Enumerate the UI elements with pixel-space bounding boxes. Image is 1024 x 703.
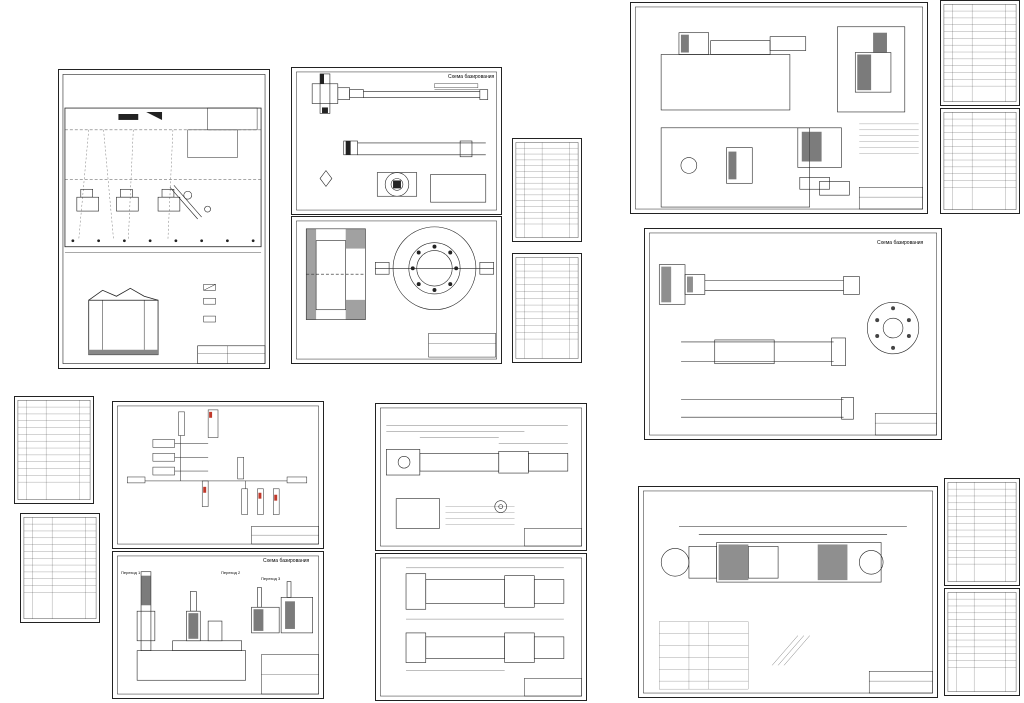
shaft-assembly-drawing <box>296 71 497 211</box>
sheet-drill-fixture: Схема базирования Переход 1 Переход 2 Пе… <box>112 551 324 699</box>
hydraulic-cylinder-drawing <box>643 490 933 694</box>
spec-table-8 <box>944 588 1020 696</box>
drive-basing-scheme-label: Схема базирования <box>877 240 924 246</box>
spec-table-2 <box>512 253 582 363</box>
spec-table-1 <box>512 138 582 242</box>
part-drawing-1 <box>380 407 582 547</box>
spec-table-5-grid <box>17 400 91 500</box>
drill-fixture-drawing <box>117 555 319 695</box>
basing-scheme-label: Схема базирования <box>448 74 495 80</box>
structure-diagram-drawing <box>117 405 319 545</box>
sheet-hydraulic-cylinder <box>638 486 938 698</box>
sheet-clamp-fixture <box>630 2 928 214</box>
layout-plan-drawing <box>62 74 266 364</box>
spec-table-2-grid <box>515 257 579 359</box>
spec-table-6-grid <box>23 517 97 619</box>
spec-table-4 <box>940 108 1020 214</box>
spec-table-3 <box>940 0 1020 106</box>
transition-1-label: Переход 1 <box>121 570 141 575</box>
sheet-part-drawing-2 <box>375 553 587 701</box>
spec-table-7 <box>944 478 1020 586</box>
sheet-drive-shaft: Схема базирования <box>644 228 942 440</box>
spec-table-4-grid <box>943 112 1017 210</box>
drive-shaft-drawing <box>649 232 937 436</box>
transition-3-label: Переход 3 <box>261 576 281 581</box>
spec-table-7-grid <box>947 482 1017 582</box>
fixture-basing-scheme-label: Схема базирования <box>263 558 310 564</box>
part-drawing-2 <box>380 557 582 697</box>
spec-table-5 <box>14 396 94 504</box>
spec-table-6 <box>20 513 100 623</box>
clamp-fixture-drawing <box>635 6 923 210</box>
sheet-bearing-assembly <box>291 216 502 364</box>
sheet-shaft-assembly: Схема базирования <box>291 67 502 215</box>
sheet-layout-plan <box>58 69 270 369</box>
spec-table-8-grid <box>947 592 1017 692</box>
bearing-assembly-drawing <box>296 220 497 360</box>
transition-2-label: Переход 2 <box>221 570 241 575</box>
sheet-part-drawing-1 <box>375 403 587 551</box>
sheet-structure-diagram <box>112 401 324 549</box>
spec-table-1-grid <box>515 142 579 238</box>
spec-table-3-grid <box>943 4 1017 102</box>
